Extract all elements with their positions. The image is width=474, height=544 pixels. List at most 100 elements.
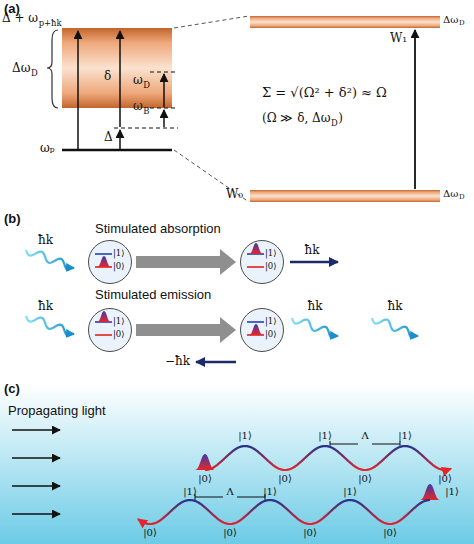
period-bracket [330, 441, 400, 447]
rabi-trajectory [205, 446, 451, 470]
population-peak [249, 324, 263, 335]
symbol-label: Δω [443, 188, 458, 199]
symbol-label: Δω [443, 14, 458, 25]
delta-arrow [119, 31, 121, 127]
symbol-label: ħk [38, 234, 53, 247]
omega-d-arrow [163, 74, 165, 107]
photon-wave [26, 250, 74, 270]
symbol-label: ω [133, 100, 143, 113]
process-arrow [136, 249, 236, 275]
upper-level [95, 253, 112, 255]
dressed-level [250, 190, 440, 202]
state-label: |1⟩ [265, 249, 277, 258]
state-label: |1⟩ [113, 317, 125, 326]
symbol-label: |0⟩ [438, 473, 452, 484]
symbol-label: ħk [305, 244, 320, 257]
caption-text: Stimulated absorption [95, 222, 221, 236]
symbol-label: |0⟩ [278, 473, 292, 484]
atom-circle: |1⟩|0⟩ [240, 308, 284, 352]
atom-fill [89, 309, 131, 351]
atom-fill [241, 309, 283, 351]
symbol-label: Λ [226, 486, 233, 497]
symbol-label: ωₚ [40, 142, 55, 155]
recoil-arrow [196, 361, 236, 364]
symbol-label: Δ + ω [2, 12, 38, 25]
dressed-level [250, 16, 440, 28]
caption-text: Propagating light [8, 404, 106, 418]
population-peak [97, 311, 111, 322]
symbol-label: (Ω ≫ δ, Δω [262, 112, 331, 125]
brace [47, 30, 58, 108]
light-arrow [12, 485, 60, 486]
symbol-label: W₀ [226, 188, 243, 201]
projection-line [174, 150, 249, 202]
subscript: p+ħk [39, 19, 62, 28]
panel-letter: (c) [4, 382, 20, 396]
transition-arrow [77, 31, 79, 149]
atom-circle: |1⟩|0⟩ [240, 240, 284, 284]
dashed-level [114, 127, 178, 128]
symbol-label: Δω [12, 62, 30, 75]
symbol-label: |1⟩ [238, 430, 252, 441]
subscript: D [331, 119, 338, 128]
detuning-arrow [119, 130, 121, 149]
atom-circle: |1⟩|0⟩ [88, 240, 132, 284]
subscript: B [143, 107, 149, 116]
symbol-label: ħk [388, 300, 403, 313]
symbol-label: δ [104, 70, 111, 83]
state-label: |0⟩ [265, 262, 277, 271]
caption-text: Stimulated emission [95, 288, 211, 302]
subscript: D [459, 194, 465, 202]
state-label: |0⟩ [265, 330, 277, 339]
light-arrow [12, 513, 60, 514]
momentum-arrow [290, 261, 338, 264]
symbol-label: |0⟩ [143, 527, 157, 538]
symbol-label: ħk [38, 300, 53, 313]
atom-fill [241, 241, 283, 283]
dashed-level [150, 107, 178, 108]
symbol-label: |0⟩ [358, 473, 372, 484]
state-label: |0⟩ [113, 330, 125, 339]
subscript: D [31, 69, 38, 78]
population-peak [249, 243, 263, 254]
panel-letter: (b) [4, 212, 21, 226]
symbol-label: |1⟩ [445, 486, 459, 497]
symbol-label: −ħk [165, 355, 190, 368]
symbol-label: ω [133, 74, 143, 87]
projection-line [174, 16, 249, 28]
symbol-label: |1⟩ [343, 486, 357, 497]
pump-level [62, 149, 172, 152]
rabi-trajectory [138, 500, 430, 524]
symbol-label: |1⟩ [318, 430, 332, 441]
population-peak [97, 256, 111, 267]
symbol-label: |0⟩ [383, 527, 397, 538]
atom-circle: |1⟩|0⟩ [88, 308, 132, 352]
symbol-label: ) [338, 112, 343, 125]
subscript: D [143, 81, 150, 90]
omega-b-arrow [163, 110, 165, 127]
symbol-label: ħk [308, 300, 323, 313]
atom-fill [89, 241, 131, 283]
light-background [0, 384, 474, 544]
state-label: |1⟩ [113, 249, 125, 258]
subscript: D [459, 20, 465, 28]
state-label: |0⟩ [113, 262, 125, 271]
symbol-label: |1⟩ [398, 430, 412, 441]
symbol-label: Σ = √(Ω² + δ²) ≈ Ω [262, 86, 387, 100]
population-peak [420, 484, 440, 500]
symbol-label: |1⟩ [183, 486, 197, 497]
symbol-label: |0⟩ [303, 527, 317, 538]
lower-level [247, 266, 264, 268]
symbol-label: |0⟩ [198, 473, 212, 484]
state-label: |1⟩ [265, 317, 277, 326]
symbol-label: W₁ [390, 32, 407, 45]
light-arrow [12, 457, 60, 458]
light-arrow [12, 429, 60, 430]
photon-wave [372, 318, 418, 338]
symbol-label: |0⟩ [223, 527, 237, 538]
rabi-arrow [414, 30, 416, 189]
photon-wave [292, 318, 338, 338]
